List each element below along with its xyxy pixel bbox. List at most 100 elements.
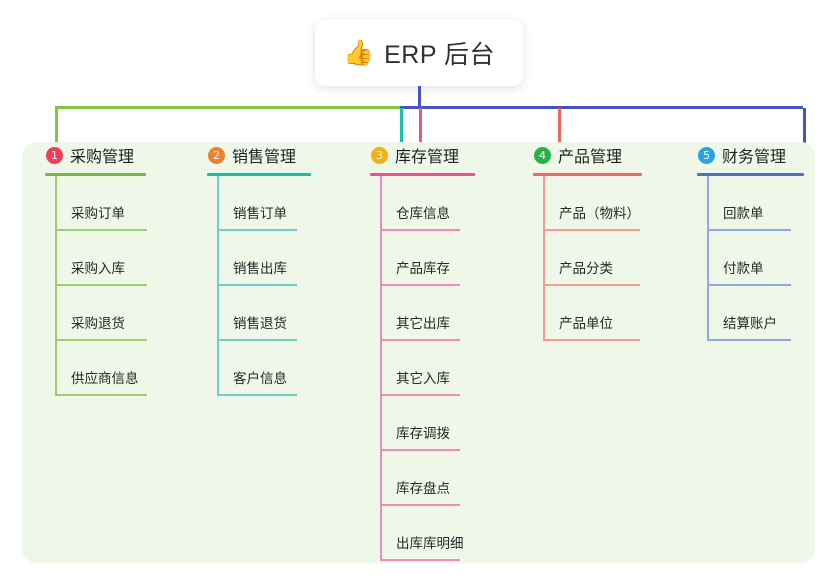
leaf-node[interactable]: 销售订单: [207, 176, 311, 231]
badge-number-inventory: 3: [371, 146, 388, 164]
leaf-label: 回款单: [723, 206, 764, 221]
column-title-sales: 销售管理: [232, 149, 297, 166]
column-header-finance[interactable]: 5 财务管理: [697, 142, 804, 168]
column-spine-product: [543, 176, 545, 341]
leaf-rule: [55, 339, 147, 341]
leaf-rule: [380, 229, 460, 231]
column-title-inventory: 库存管理: [395, 149, 460, 166]
column-rule-finance: [697, 173, 804, 176]
column-product: 4 产品管理产品（物料） 产品分类产品单位: [533, 142, 642, 341]
leaf-node[interactable]: 库存调拨: [370, 396, 475, 451]
leaf-rule: [55, 394, 147, 396]
leaf-node[interactable]: 销售退货: [207, 286, 311, 341]
leaf-node[interactable]: 库存盘点: [370, 451, 475, 506]
leaf-rule: [707, 284, 791, 286]
leaf-node[interactable]: 仓库信息: [370, 176, 475, 231]
connector-drop-inventory: [419, 108, 422, 144]
leaf-label: 采购入库: [71, 261, 125, 276]
leaf-rule: [380, 394, 460, 396]
leaf-rule: [707, 229, 791, 231]
column-rule-inventory: [370, 173, 475, 176]
leaf-rule: [380, 504, 460, 506]
leaf-label: 仓库信息: [396, 206, 450, 221]
leaf-node[interactable]: 供应商信息: [45, 341, 147, 396]
column-inventory: 3 库存管理仓库信息产品库存其它出库其它入库库存调拨库存盘点出库库明细: [370, 142, 475, 561]
column-body-finance: 回款单付款单结算账户: [697, 176, 804, 341]
column-rule-sales: [207, 173, 311, 176]
badge-number-sales: 2: [208, 146, 225, 164]
column-header-inventory[interactable]: 3 库存管理: [370, 142, 475, 168]
root-node-content: 👍 ERP 后台: [343, 35, 495, 71]
connector-drop-purchase: [55, 108, 58, 144]
leaf-rule: [217, 229, 297, 231]
leaf-node[interactable]: 产品库存: [370, 231, 475, 286]
badge-number-purchase: 1: [46, 146, 63, 164]
column-sales: 2 销售管理销售订单销售出库销售退货客户信息: [207, 142, 311, 396]
leaf-rule: [380, 559, 460, 561]
leaf-rule: [380, 284, 460, 286]
root-node[interactable]: 👍 ERP 后台: [315, 20, 523, 86]
connector-stem-root: [418, 86, 421, 108]
leaf-rule: [55, 229, 147, 231]
leaf-rule: [217, 284, 297, 286]
leaf-rule: [707, 339, 791, 341]
leaf-node[interactable]: 采购入库: [45, 231, 147, 286]
column-header-product[interactable]: 4 产品管理: [533, 142, 642, 168]
leaf-node[interactable]: 付款单: [697, 231, 804, 286]
leaf-node[interactable]: 结算账户: [697, 286, 804, 341]
column-title-finance: 财务管理: [722, 149, 787, 166]
column-title-product: 产品管理: [558, 149, 623, 166]
leaf-node[interactable]: 销售出库: [207, 231, 311, 286]
leaf-label: 库存调拨: [396, 426, 450, 441]
leaf-label: 库存盘点: [396, 481, 450, 496]
leaf-node[interactable]: 产品单位: [533, 286, 642, 341]
leaf-label: 销售订单: [233, 206, 287, 221]
leaf-node[interactable]: 产品分类: [533, 231, 642, 286]
column-finance: 5 财务管理回款单付款单结算账户: [697, 142, 804, 341]
leaf-rule: [543, 229, 640, 231]
column-body-product: 产品（物料） 产品分类产品单位: [533, 176, 642, 341]
column-spine-inventory: [380, 176, 382, 561]
thumbs-up-icon: 👍: [342, 38, 375, 67]
leaf-label: 销售出库: [233, 261, 287, 276]
leaf-node[interactable]: 出库库明细: [370, 506, 475, 561]
leaf-node[interactable]: 客户信息: [207, 341, 311, 396]
column-rule-purchase: [45, 173, 146, 176]
leaf-node[interactable]: 产品（物料）: [533, 176, 642, 231]
leaf-label: 出库库明细: [396, 536, 464, 551]
leaf-rule: [55, 284, 147, 286]
column-rule-product: [533, 173, 642, 176]
leaf-label: 采购退货: [71, 316, 125, 331]
leaf-rule: [217, 394, 297, 396]
leaf-rule: [380, 449, 460, 451]
badge-number-product: 4: [534, 146, 551, 164]
connector-bus-green: [55, 106, 400, 109]
leaf-label: 采购订单: [71, 206, 125, 221]
column-spine-sales: [217, 176, 219, 396]
connector-drop-finance: [803, 108, 806, 144]
leaf-rule: [543, 339, 640, 341]
leaf-label: 付款单: [723, 261, 764, 276]
column-header-sales[interactable]: 2 销售管理: [207, 142, 311, 168]
leaf-node[interactable]: 回款单: [697, 176, 804, 231]
badge-number-finance: 5: [698, 146, 715, 164]
leaf-rule: [543, 284, 640, 286]
leaf-label: 供应商信息: [71, 371, 139, 386]
leaf-node[interactable]: 采购订单: [45, 176, 147, 231]
leaf-node[interactable]: 其它出库: [370, 286, 475, 341]
leaf-rule: [380, 339, 460, 341]
connector-bus-indigo: [400, 106, 803, 109]
leaf-rule: [217, 339, 297, 341]
column-spine-finance: [707, 176, 709, 341]
leaf-label: 产品分类: [559, 261, 613, 276]
leaf-label: 结算账户: [723, 316, 777, 331]
column-spine-purchase: [55, 176, 57, 396]
leaf-label: 产品库存: [396, 261, 450, 276]
leaf-node[interactable]: 其它入库: [370, 341, 475, 396]
leaf-label: 其它入库: [396, 371, 450, 386]
leaf-node[interactable]: 采购退货: [45, 286, 147, 341]
leaf-label: 销售退货: [233, 316, 287, 331]
